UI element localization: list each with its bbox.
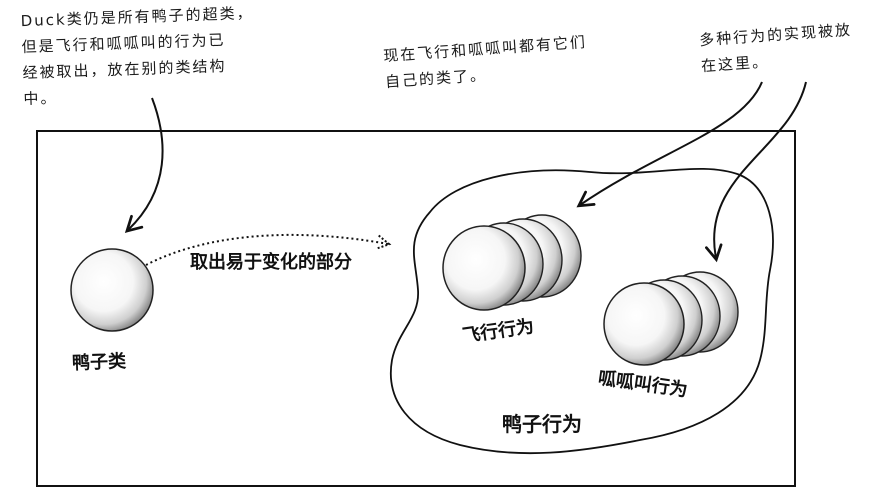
extract-dotted-arrow	[145, 233, 392, 266]
fly-behavior-stack	[442, 214, 582, 311]
label-duck-class: 鸭子类	[71, 351, 127, 374]
note-duck-superclass: Duck类仍是所有鸭子的超类， 但是飞行和呱呱叫的行为已 经被取出，放在别的类结…	[20, 0, 256, 112]
arrow-note-to-quack	[705, 81, 807, 263]
arrow-note-to-duck-class	[124, 97, 164, 233]
main-frame	[36, 130, 796, 487]
quack-behavior-stack	[603, 271, 739, 366]
arrow-note-to-fly	[576, 81, 763, 208]
label-extract-varying: 取出易于变化的部分	[190, 252, 352, 273]
label-duck-behaviors: 鸭子行为	[502, 412, 582, 436]
note-implementations-here: 多种行为的实现被放 在这里。	[698, 17, 854, 80]
duck-class-ball	[70, 248, 154, 332]
